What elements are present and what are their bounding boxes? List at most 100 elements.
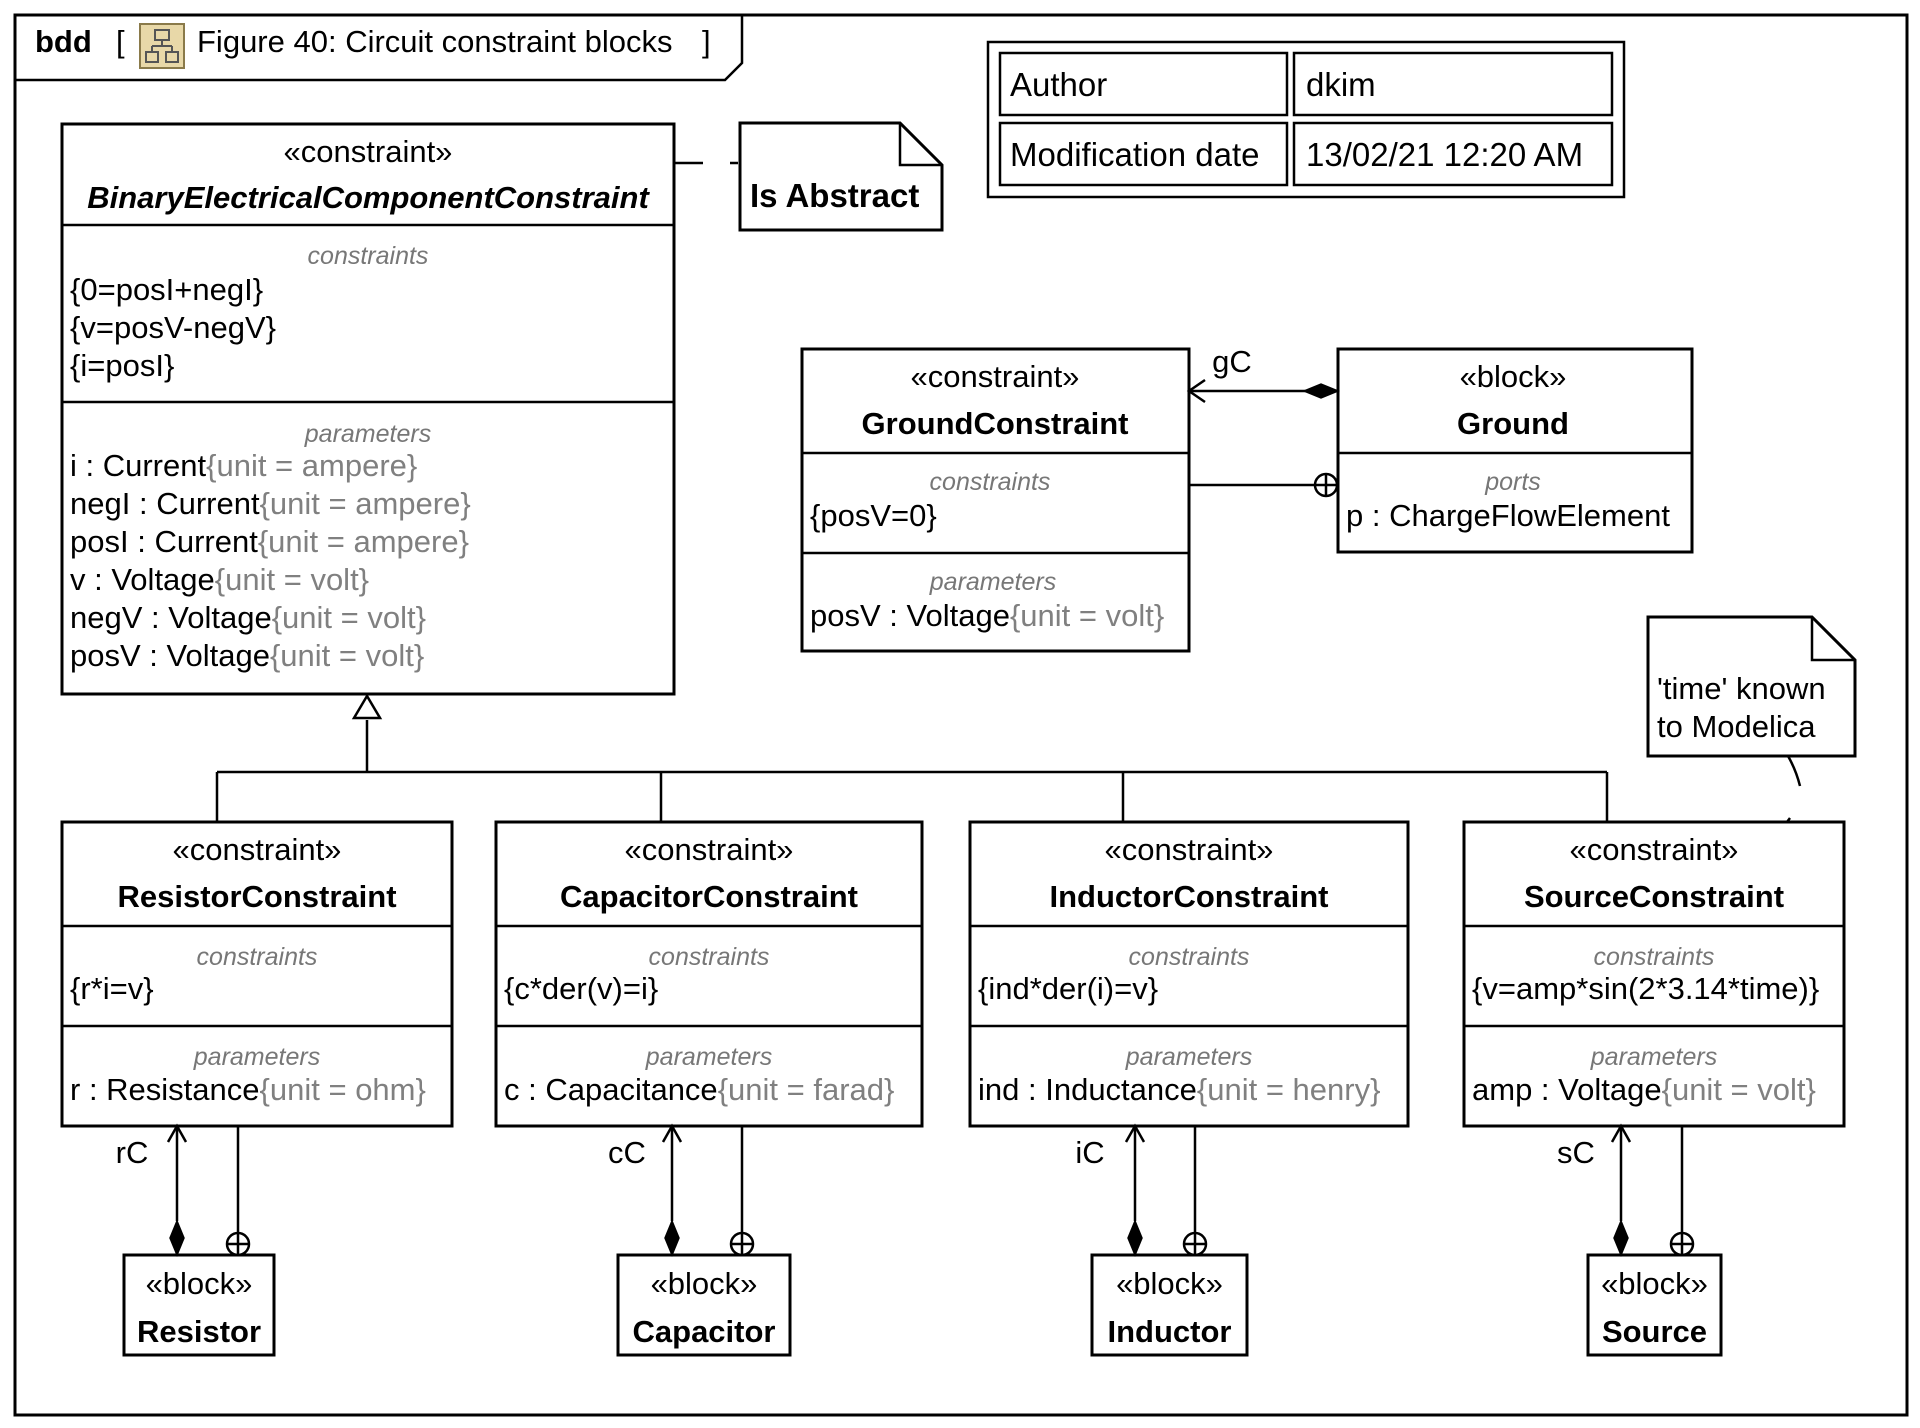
ground-role: gC <box>1212 344 1252 379</box>
time-note-line1: 'time' known <box>1657 671 1826 706</box>
author-label: Author <box>1010 66 1107 103</box>
time-note-anchor-start <box>1786 755 1802 787</box>
constraint-stereotype: «constraint» <box>1105 832 1274 867</box>
role-label: iC <box>1075 1135 1104 1170</box>
nesting-connector <box>1182 1126 1208 1257</box>
block-stereotype: «block» <box>651 1266 758 1301</box>
ground-parameters-heading: parameters <box>929 568 1056 596</box>
binary-constraint-1: {0=posI+negI} <box>70 272 263 307</box>
constraint-constraints-heading: constraints <box>197 943 318 971</box>
ground-block-name: Ground <box>1457 406 1569 441</box>
ground-nesting-connector <box>1189 472 1339 498</box>
block-name: Capacitor <box>633 1314 776 1349</box>
constraint-stereotype: «constraint» <box>625 832 794 867</box>
abstract-note: Is Abstract <box>674 121 944 232</box>
role-label: rC <box>116 1135 149 1170</box>
date-value: 13/02/21 12:20 AM <box>1306 136 1583 173</box>
time-note-line2: to Modelica <box>1657 709 1816 744</box>
binary-param-posV: posV : Voltage{unit = volt} <box>70 638 424 673</box>
constraint-parameters-heading: parameters <box>193 1043 320 1071</box>
constraint-expression: {c*der(v)=i} <box>504 971 658 1006</box>
role-label: cC <box>608 1135 646 1170</box>
ground-constraint-stereotype: «constraint» <box>911 359 1080 394</box>
constraint-parameter: c : Capacitance{unit = farad} <box>504 1072 894 1107</box>
block-name: Inductor <box>1108 1314 1232 1349</box>
binary-name: BinaryElectricalComponentConstraint <box>87 180 650 215</box>
block-Source: «block» Source <box>1586 1253 1723 1357</box>
constraint-parameter: amp : Voltage{unit = volt} <box>1472 1072 1816 1107</box>
ground-ports-heading: ports <box>1484 468 1541 496</box>
block-Inductor: «block» Inductor <box>1090 1253 1249 1357</box>
nesting-connector <box>1669 1126 1695 1257</box>
frame-title: Figure 40: Circuit constraint blocks <box>197 24 673 59</box>
binary-param-posI: posI : Current{unit = ampere} <box>70 524 469 559</box>
ground-param-posV: posV : Voltage{unit = volt} <box>810 598 1164 633</box>
block-stereotype: «block» <box>1116 1266 1223 1301</box>
block-stereotype: «block» <box>146 1266 253 1301</box>
frame-kind: bdd <box>35 24 92 59</box>
block-name: Resistor <box>137 1314 261 1349</box>
info-table: Author dkim Modification date 13/02/21 1… <box>986 40 1626 199</box>
constraint-expression: {r*i=v} <box>70 971 154 1006</box>
constraint-parameters-heading: parameters <box>645 1043 772 1071</box>
composition-diamond <box>1127 1219 1143 1257</box>
constraint-stereotype: «constraint» <box>173 832 342 867</box>
composition-arrowhead <box>166 1123 188 1143</box>
time-note: 'time' known to Modelica <box>1646 615 1857 1001</box>
binary-param-v: v : Voltage{unit = volt} <box>70 562 369 597</box>
generalization-connector <box>215 693 1609 822</box>
block-name: Source <box>1602 1314 1707 1349</box>
generalization-arrowhead <box>351 693 383 720</box>
composition-diamond <box>169 1219 185 1257</box>
binary-constraint-2: {v=posV-negV} <box>70 310 276 345</box>
diagram-frame <box>13 13 1909 1417</box>
block-stereotype: «block» <box>1601 1266 1708 1301</box>
constraint-block-InductorConstraint: «constraint» InductorConstraint constraint… <box>968 820 1410 1128</box>
composition-arrowhead <box>661 1123 683 1143</box>
constraint-constraints-heading: constraints <box>1594 943 1715 971</box>
frame-bracket-open: [ <box>116 24 125 59</box>
constraint-name: ResistorConstraint <box>117 879 396 914</box>
binary-constraint-3: {i=posI} <box>70 348 174 383</box>
constraint-constraints-heading: constraints <box>649 943 770 971</box>
constraint-block-CapacitorConstraint: «constraint» CapacitorConstraint constrain… <box>494 820 924 1128</box>
ground-block: «block» Ground ports p : ChargeFlowEleme… <box>1336 347 1694 554</box>
binary-param-negI: negI : Current{unit = ampere} <box>70 486 471 521</box>
ground-constraint-block: «constraint» GroundConstraint constraint… <box>800 347 1191 653</box>
constraint-parameter: ind : Inductance{unit = henry} <box>978 1072 1380 1107</box>
constraint-name: SourceConstraint <box>1524 879 1784 914</box>
ground-block-stereotype: «block» <box>1460 359 1567 394</box>
binary-stereotype: «constraint» <box>284 134 453 169</box>
ground-constraint-expr: {posV=0} <box>810 498 937 533</box>
block-Resistor: «block» Resistor <box>122 1253 276 1357</box>
constraint-constraints-heading: constraints <box>1129 943 1250 971</box>
nesting-connector <box>729 1126 755 1257</box>
composition-connector: cC <box>608 1123 683 1257</box>
nesting-connector <box>225 1126 251 1257</box>
composition-arrowhead <box>1124 1123 1146 1143</box>
composition-arrowhead <box>1610 1123 1632 1143</box>
constraint-stereotype: «constraint» <box>1570 832 1739 867</box>
constraint-block-SourceConstraint: «constraint» SourceConstraint constraints{… <box>1462 820 1846 1128</box>
ground-composition-diamond <box>1302 383 1340 399</box>
binary-param-i: i : Current{unit = ampere} <box>70 448 417 483</box>
constraint-expression: {v=amp*sin(2*3.14*time)} <box>1472 971 1819 1006</box>
constraint-parameter: r : Resistance{unit = ohm} <box>70 1072 426 1107</box>
frame-header-tab <box>15 15 744 82</box>
binary-parameters-heading: parameters <box>304 420 431 448</box>
constraint-expression: {ind*der(i)=v} <box>978 971 1158 1006</box>
composition-diamond <box>664 1219 680 1257</box>
ground-constraint-name: GroundConstraint <box>862 406 1129 441</box>
composition-connector: iC <box>1075 1123 1146 1257</box>
constraint-block-row: «constraint» ResistorConstraint constraint… <box>60 820 1846 1357</box>
ground-composition: gC <box>1186 344 1340 404</box>
constraint-name: InductorConstraint <box>1050 879 1329 914</box>
constraint-name: CapacitorConstraint <box>560 879 858 914</box>
constraint-parameters-heading: parameters <box>1590 1043 1717 1071</box>
binary-constraint-block: «constraint» BinaryElectricalComponentCo… <box>60 122 676 696</box>
author-value: dkim <box>1306 66 1376 103</box>
ground-constraints-heading: constraints <box>930 468 1051 496</box>
composition-connector: rC <box>116 1123 188 1257</box>
constraint-block-ResistorConstraint: «constraint» ResistorConstraint constraint… <box>60 820 454 1128</box>
